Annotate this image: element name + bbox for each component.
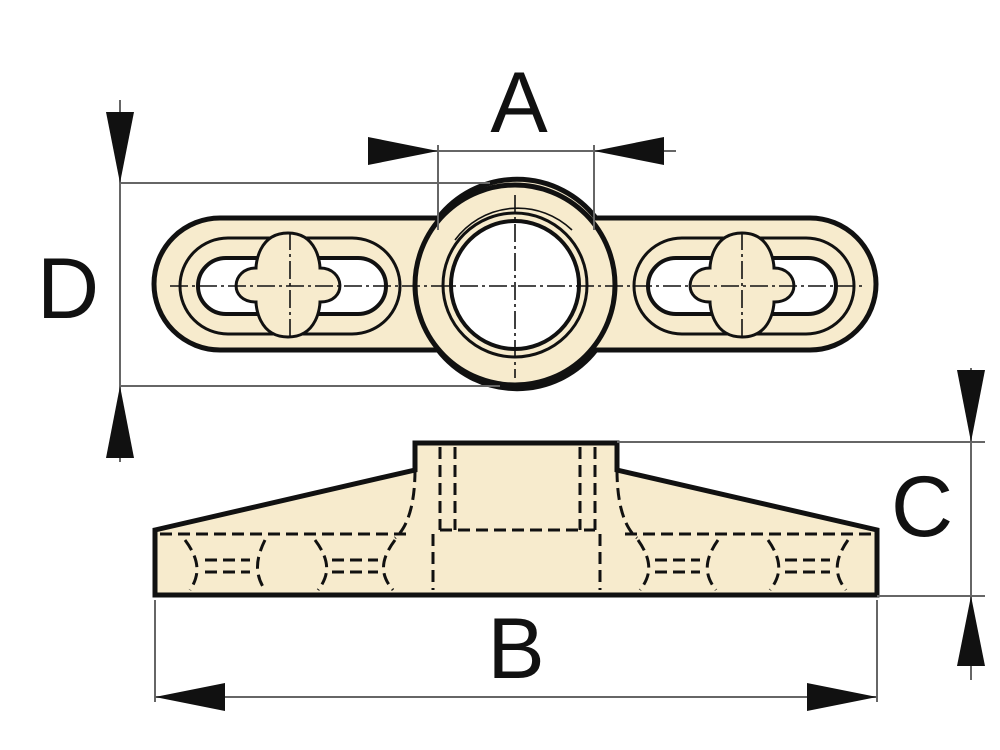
dimension-c: C bbox=[617, 368, 985, 680]
dimension-c-arrow-bottom bbox=[957, 596, 985, 666]
dimension-d: D bbox=[37, 100, 500, 462]
left-pocket-hidden bbox=[183, 469, 417, 591]
dimension-a-arrow-left bbox=[368, 137, 438, 165]
boss-thread-arc bbox=[454, 207, 573, 241]
dimension-d-arrow-bottom bbox=[106, 386, 134, 458]
dimension-b-arrow-right bbox=[807, 683, 877, 711]
side-view bbox=[152, 440, 880, 598]
dimension-c-label: C bbox=[891, 459, 953, 555]
dimension-a-arrow-right bbox=[594, 137, 664, 165]
dimension-a: A bbox=[368, 55, 676, 230]
dimension-d-arrow-top bbox=[106, 112, 134, 183]
dimension-d-label: D bbox=[37, 241, 99, 337]
right-pocket-hidden bbox=[615, 469, 850, 591]
dimension-a-label: A bbox=[490, 55, 548, 151]
bore-hidden-lines bbox=[438, 447, 597, 532]
dimension-b: B bbox=[154, 600, 878, 711]
side-view-outline bbox=[152, 440, 880, 598]
dimension-b-arrow-left bbox=[155, 683, 225, 711]
boss-outer-ring bbox=[412, 182, 618, 388]
dimension-c-arrow-top bbox=[957, 370, 985, 442]
left-slot-cross bbox=[234, 231, 342, 339]
dimension-b-label: B bbox=[487, 601, 544, 697]
top-view bbox=[151, 176, 879, 392]
